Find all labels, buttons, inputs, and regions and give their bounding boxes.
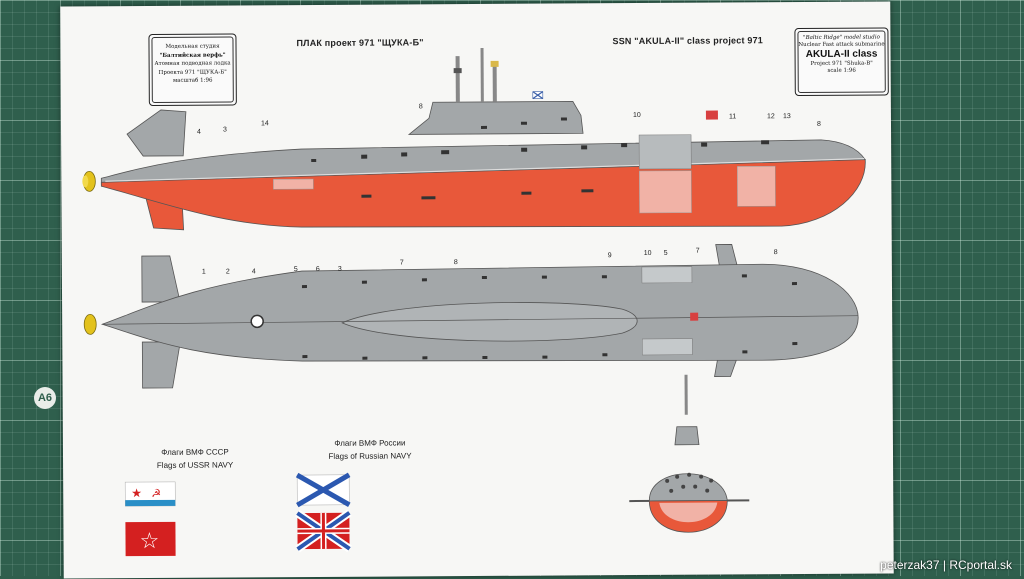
hull-panel <box>639 170 692 214</box>
hull-panel <box>273 178 314 190</box>
sail-top-outline <box>341 302 638 342</box>
deck-panel <box>642 338 693 356</box>
callout-side: 8 <box>817 121 821 128</box>
deck-panel <box>641 266 693 284</box>
front-sail <box>674 426 700 446</box>
antenna-mast <box>480 47 484 102</box>
callout-top: 5 <box>664 250 668 257</box>
callout-top: 5 <box>294 266 298 273</box>
hull-panel <box>736 165 776 207</box>
callout-top: 7 <box>696 248 700 255</box>
callout-side: 3 <box>223 127 227 134</box>
svg-text:☭: ☭ <box>151 488 161 500</box>
flag-marker <box>690 312 699 321</box>
callout-side: 14 <box>261 120 269 127</box>
callout-top: 2 <box>226 269 230 276</box>
mat-edge-marker: A6 <box>34 387 56 409</box>
callout-side: 13 <box>783 113 791 120</box>
decal-sheet: Модельная студия "Балтийская верфь" Атом… <box>60 1 894 579</box>
svg-text:☆: ☆ <box>139 528 159 553</box>
upper-rudder <box>126 109 187 157</box>
callout-top: 9 <box>608 252 612 259</box>
svg-text:★: ★ <box>131 486 142 500</box>
conning-tower <box>407 101 584 135</box>
snorkel-mast <box>492 63 497 102</box>
deck-marks-top <box>301 274 798 360</box>
russian-naval-jack <box>295 509 352 553</box>
propeller-top <box>83 313 97 335</box>
callout-top: 4 <box>252 268 256 275</box>
callout-top: 10 <box>644 250 652 257</box>
front-mast <box>684 374 688 415</box>
submarine-side-profile: 4 3 14 8 10 11 12 13 8 <box>82 47 866 231</box>
ussr-naval-jack: ☆ <box>125 521 176 557</box>
hull-panel <box>638 134 692 170</box>
callout-top: 7 <box>400 259 404 266</box>
periscope-mast <box>455 56 460 103</box>
mast-top <box>490 60 499 67</box>
submarine-front-view <box>629 374 750 533</box>
watermark: peterzak37 | RCportal.sk <box>880 558 1012 572</box>
submarine-top-view: 1 2 4 5 6 3 7 8 9 10 5 7 8 <box>83 244 859 389</box>
mast-top <box>453 68 462 74</box>
callout-top: 8 <box>454 259 458 266</box>
callout-top: 1 <box>202 269 206 276</box>
detail-marks <box>311 117 770 200</box>
callout-side: 12 <box>767 113 775 120</box>
front-red-highlight <box>659 502 718 523</box>
propeller-side <box>82 170 96 192</box>
st-andrew-ensign <box>295 472 351 508</box>
callout-top: 8 <box>774 249 778 256</box>
jack-small <box>705 110 718 120</box>
ussr-naval-ensign: ★ ☭ <box>124 481 176 507</box>
flags-group: ★ ☭ ☆ <box>124 472 352 557</box>
callout-top: 3 <box>338 266 342 273</box>
centerline <box>102 315 859 325</box>
callout-side: 11 <box>729 113 736 120</box>
callout-top: 6 <box>316 266 320 273</box>
hatch-circle <box>250 314 264 329</box>
waterline <box>105 158 865 182</box>
callout-side: 4 <box>197 129 201 136</box>
callout-side: 10 <box>633 112 641 119</box>
callout-side: 8 <box>419 103 423 110</box>
